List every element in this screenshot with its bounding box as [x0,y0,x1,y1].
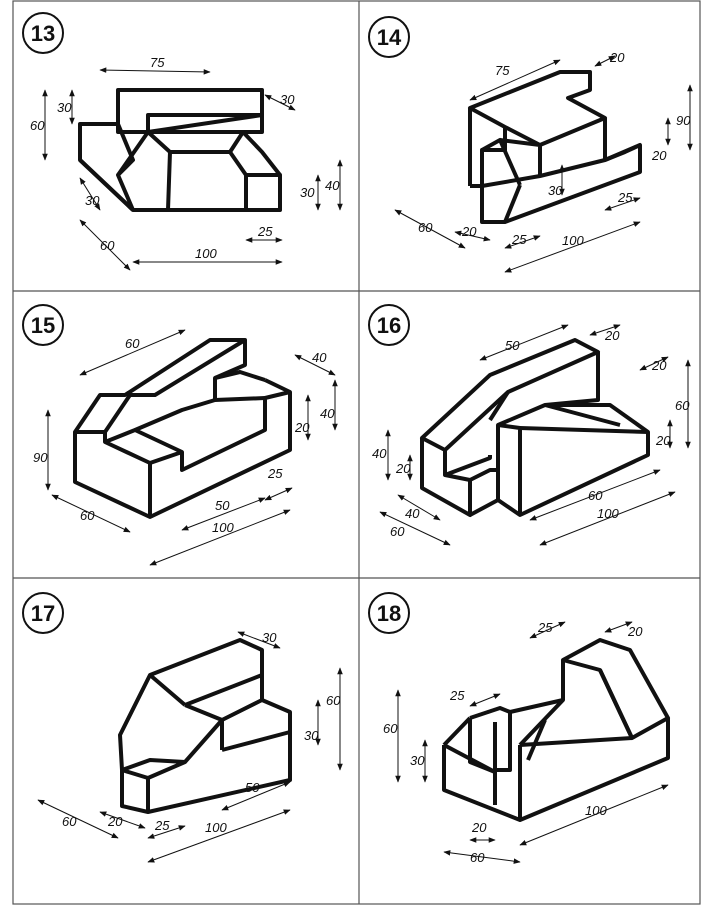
object-outline [420,338,650,517]
dim-label: 25 [449,688,465,703]
dim-label: 60 [125,336,140,351]
dim-label: 25 [154,818,170,833]
dimension-labels: 75 30 60 30 30 60 30 40 25 100 [30,55,340,261]
dim-label: 90 [33,450,48,465]
dim-label: 100 [562,233,584,248]
dimension-labels: 30 60 30 60 20 25 50 100 [62,630,341,835]
dimension-labels: 60 40 20 40 90 60 50 25 100 [33,336,335,535]
dim-label: 100 [205,820,227,835]
exercise-number: 17 [22,592,64,634]
object-outline [442,638,670,822]
dim-label: 60 [418,220,433,235]
exercise-number: 18 [368,592,410,634]
exercise-14: 14 75 20 90 2 [368,16,693,273]
object-outline [118,638,292,814]
dim-label: 20 [471,820,487,835]
dimension-lines [42,67,343,271]
dim-label: 60 [470,850,485,865]
exercise-number-label: 13 [31,21,55,46]
dimension-labels: 50 20 20 60 20 40 20 40 60 60 100 [372,328,690,539]
dim-label: 20 [604,328,620,343]
dimension-lines [379,324,691,546]
grid-lines [12,0,701,905]
object-outline [73,338,292,519]
dim-label: 30 [548,183,563,198]
dimension-lines [45,329,338,566]
dimension-lines [394,55,693,273]
dim-label: 50 [215,498,230,513]
object-outline [78,88,282,212]
exercise-number-label: 17 [31,601,55,626]
dimension-labels: 75 20 90 20 30 60 20 25 25 100 [418,50,691,248]
exercise-13: 13 75 30 60 3 [22,12,343,271]
dim-label: 30 [57,100,72,115]
dimension-lines [395,621,669,864]
dim-label: 60 [62,814,77,829]
exercise-18: 18 25 20 [368,592,670,865]
dimension-labels: 25 20 25 60 30 20 60 100 [383,620,643,865]
dim-label: 40 [320,406,335,421]
dim-label: 100 [212,520,234,535]
exercise-15: 15 60 40 20 40 90 [22,304,338,566]
dim-label: 60 [588,488,603,503]
dim-label: 40 [325,178,340,193]
dim-label: 100 [597,506,619,521]
dim-label: 100 [195,246,217,261]
dim-label: 20 [651,148,667,163]
dimension-lines [37,631,343,863]
dim-label: 90 [676,113,691,128]
dim-label: 20 [609,50,625,65]
exercise-number-label: 16 [377,313,401,338]
dim-label: 20 [461,224,477,239]
dim-label: 20 [395,461,411,476]
dim-label: 60 [80,508,95,523]
dim-label: 30 [410,753,425,768]
dim-label: 75 [495,63,510,78]
dim-label: 100 [585,803,607,818]
dim-label: 20 [294,420,310,435]
dim-label: 25 [511,232,527,247]
dim-label: 50 [505,338,520,353]
dim-label: 30 [300,185,315,200]
exercise-number: 14 [368,16,410,58]
dim-label: 30 [304,728,319,743]
dim-label: 20 [655,433,671,448]
exercise-16: 16 50 [368,304,691,546]
exercise-17: 17 30 60 30 60 [22,592,343,863]
dim-label: 25 [617,190,633,205]
dim-label: 40 [312,350,327,365]
exercise-number-label: 18 [377,601,401,626]
dim-label: 20 [627,624,643,639]
dim-label: 20 [651,358,667,373]
exercise-number: 13 [22,12,64,54]
exercise-number-label: 14 [377,25,402,50]
dim-label: 20 [107,814,123,829]
dim-label: 75 [150,55,165,70]
exercise-number: 15 [22,304,64,346]
dim-label: 50 [245,780,260,795]
dim-label: 60 [383,721,398,736]
object-outline [468,70,642,224]
dim-label: 25 [537,620,553,635]
dim-label: 30 [85,193,100,208]
dim-label: 40 [372,446,387,461]
dim-label: 60 [100,238,115,253]
dim-label: 60 [390,524,405,539]
dim-label: 60 [326,693,341,708]
dim-label: 30 [280,92,295,107]
dim-label: 25 [257,224,273,239]
dim-label: 40 [405,506,420,521]
exercise-number-label: 15 [31,313,55,338]
dim-label: 30 [262,630,277,645]
exercise-number: 16 [368,304,410,346]
dim-label: 60 [30,118,45,133]
dim-label: 25 [267,466,283,481]
dim-label: 60 [675,398,690,413]
